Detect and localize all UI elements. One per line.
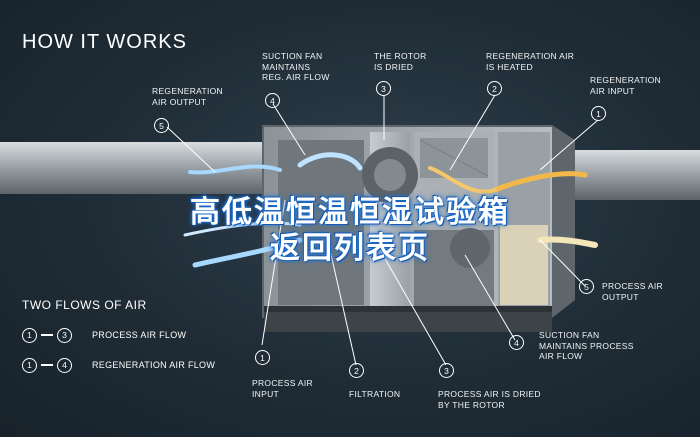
marker-bot-1: 1 bbox=[255, 350, 270, 365]
label-regeneration-air-input: REGENERATION AIR INPUT bbox=[590, 75, 661, 96]
label-process-air-input: PROCESS AIR INPUT bbox=[252, 378, 313, 399]
legend-to-marker: 4 bbox=[57, 357, 72, 373]
label-suction-fan-process: SUCTION FAN MAINTAINS PROCESS AIR FLOW bbox=[539, 330, 634, 361]
label-regeneration-air-heated: REGENERATION AIR IS HEATED bbox=[486, 51, 575, 72]
legend-label: PROCESS AIR FLOW bbox=[92, 330, 187, 340]
legend-from-marker: 1 bbox=[22, 357, 37, 373]
label-process-air-output: PROCESS AIR OUTPUT bbox=[602, 281, 663, 302]
overlay-title-link[interactable]: 高低温恒温恒湿试验箱 bbox=[190, 195, 510, 230]
legend-title: TWO FLOWS OF AIR bbox=[22, 298, 147, 312]
back-to-list-link[interactable]: 返回列表页 bbox=[270, 231, 430, 266]
legend-from-marker: 1 bbox=[22, 327, 37, 343]
page-title: HOW IT WORKS bbox=[22, 31, 187, 53]
marker-top-5: 5 bbox=[154, 118, 169, 133]
legend-label: REGENERATION AIR FLOW bbox=[92, 360, 216, 370]
airflow-streams bbox=[183, 152, 598, 268]
label-process-air-dried: PROCESS AIR IS DRIED BY THE ROTOR bbox=[438, 389, 541, 410]
marker-top-4: 4 bbox=[265, 93, 280, 108]
marker-bot-5: 5 bbox=[579, 279, 594, 294]
label-rotor-dried: THE ROTOR IS DRIED bbox=[374, 51, 427, 72]
marker-bot-2: 2 bbox=[349, 363, 364, 378]
marker-top-3: 3 bbox=[376, 81, 391, 96]
marker-bot-4: 4 bbox=[509, 335, 524, 350]
legend-row-regeneration: 1 4 REGENERATION AIR FLOW bbox=[22, 356, 215, 374]
label-filtration: FILTRATION bbox=[349, 389, 401, 399]
legend-to-marker: 3 bbox=[57, 327, 72, 343]
label-suction-fan-regen: SUCTION FAN MAINTAINS REG. AIR FLOW bbox=[262, 51, 330, 82]
legend-dash bbox=[41, 364, 53, 366]
leader-lines bbox=[166, 94, 599, 366]
marker-top-1: 1 bbox=[591, 106, 606, 121]
legend-row-process: 1 3 PROCESS AIR FLOW bbox=[22, 326, 186, 344]
marker-top-2: 2 bbox=[487, 81, 502, 96]
marker-bot-3: 3 bbox=[439, 363, 454, 378]
label-regeneration-air-output: REGENERATION AIR OUTPUT bbox=[152, 86, 223, 107]
legend-dash bbox=[41, 334, 53, 336]
